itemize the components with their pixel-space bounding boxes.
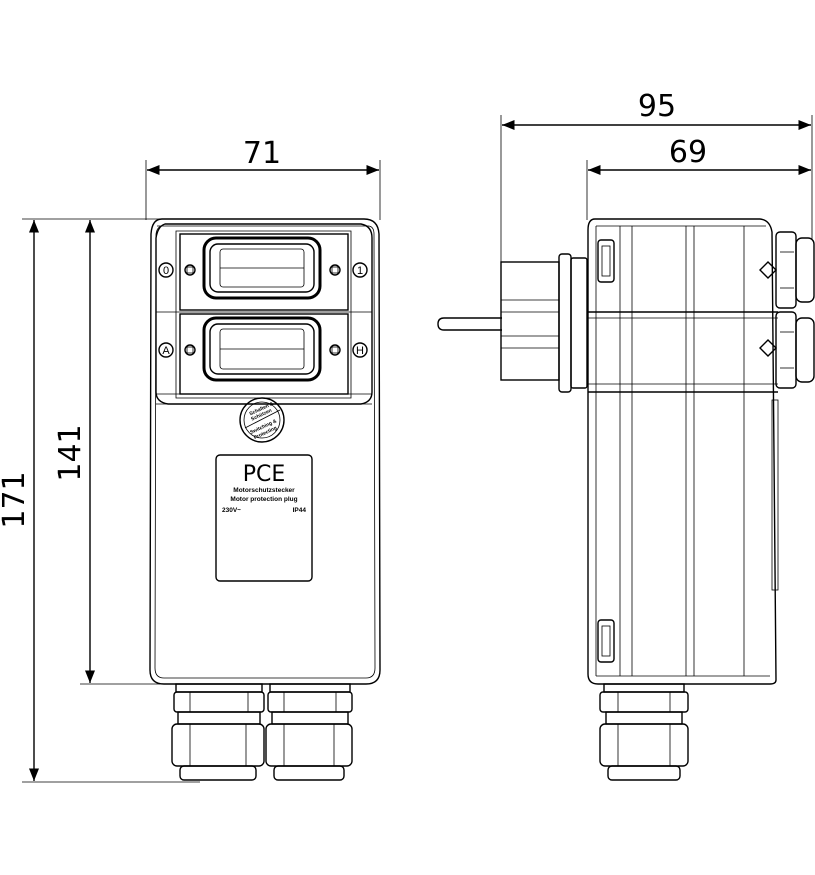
label-ip-rating: IP44 bbox=[293, 507, 307, 514]
switch-marker-top-right: 1 bbox=[357, 265, 363, 277]
dim-overall-height-label: 171 bbox=[0, 471, 32, 528]
front-housing-outline bbox=[149, 218, 381, 685]
side-view bbox=[437, 218, 815, 781]
front-view: 0 1 A H Schalten & Schützen Switching & … bbox=[149, 218, 381, 781]
label-voltage: 230V~ bbox=[222, 507, 241, 514]
label-line-de: Motorschutzstecker bbox=[233, 487, 295, 494]
switch-marker-top-left: 0 bbox=[163, 265, 169, 277]
certification-seal: Schalten & Schützen Switching & Protecti… bbox=[239, 397, 285, 443]
label-line-en: Motor protection plug bbox=[230, 496, 297, 503]
plug-pin bbox=[437, 317, 502, 331]
label-brand: PCE bbox=[243, 462, 286, 487]
dimension-lines bbox=[22, 115, 813, 783]
screw-icons bbox=[184, 264, 341, 356]
dim-housing-height-label: 141 bbox=[53, 424, 88, 481]
label-plate: PCE Motorschutzstecker Motor protection … bbox=[215, 454, 313, 582]
dim-width-label: 71 bbox=[243, 136, 281, 171]
top-switch bbox=[202, 236, 322, 300]
dim-housing-depth-label: 69 bbox=[669, 135, 707, 170]
switch-marker-bottom-right: H bbox=[356, 345, 364, 357]
bottom-switch bbox=[202, 316, 322, 382]
dim-total-depth-label: 95 bbox=[638, 89, 676, 124]
cable-glands-front bbox=[171, 683, 353, 781]
switch-marker-bottom-left: A bbox=[162, 345, 170, 357]
side-housing-outline bbox=[587, 218, 777, 685]
